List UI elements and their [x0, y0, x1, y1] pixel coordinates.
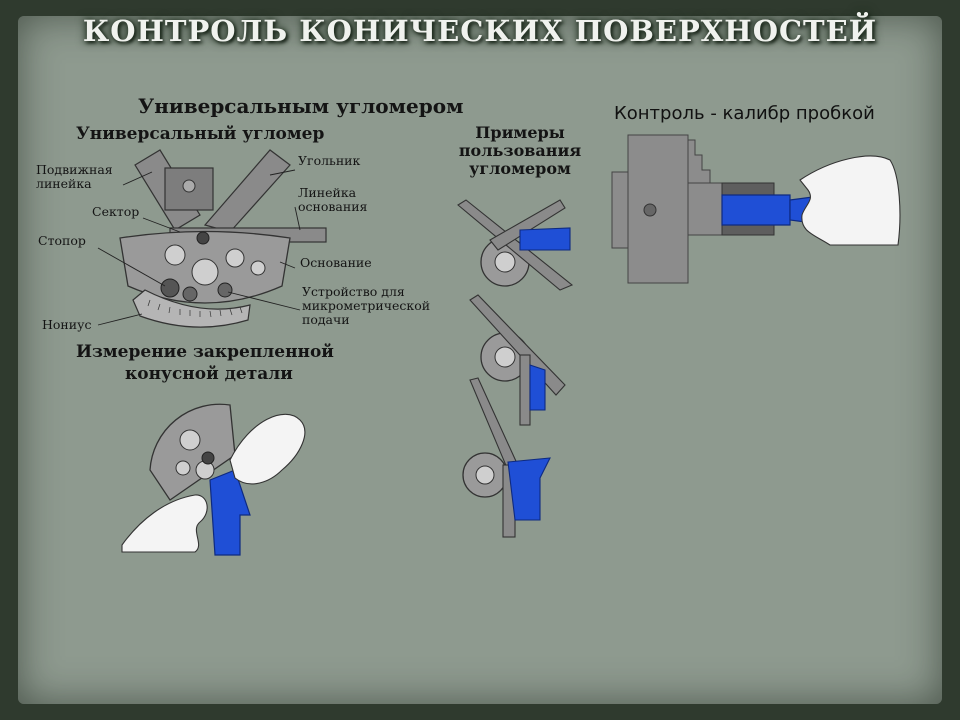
examples-diagram [457, 199, 574, 538]
label-stopper: Стопор [38, 233, 86, 248]
heading-examples-line2: пользования [458, 141, 582, 160]
hole-4 [250, 260, 266, 276]
hole-7 [175, 460, 191, 476]
protractor-sector-2 [149, 403, 236, 501]
label-micro-feed-line3: подачи [302, 312, 350, 327]
label-movable-ruler-line2: линейка [36, 176, 92, 191]
label-micro-feed-line2: микрометрической [302, 298, 431, 313]
chuck-left-plate [611, 171, 631, 249]
knob-3 [201, 451, 215, 465]
slide-title: КОНТРОЛЬ КОНИЧЕСКИХ ПОВЕРХНОСТЕЙ [82, 14, 878, 48]
label-movable-ruler-line1: Подвижная [36, 162, 113, 177]
ex3-hub [475, 465, 495, 485]
chuck-jaw [687, 139, 711, 184]
hole-5 [179, 429, 201, 451]
heading-examples-line3: угломером [469, 159, 571, 178]
label-micro-feed: Устройство для микрометрической подачи [302, 285, 430, 327]
ex2-blue-part [529, 364, 546, 411]
vernier-sector [132, 289, 251, 328]
hole-3 [225, 248, 245, 268]
ex3-blue-part [507, 457, 551, 521]
heading-measure-line2: конусной детали [125, 364, 293, 384]
chuck-body [627, 134, 689, 284]
pivot [196, 231, 210, 245]
label-movable-ruler: Подвижная линейка [36, 163, 113, 191]
micro-feed-knob [217, 282, 233, 298]
vernier-ticks [147, 299, 243, 318]
label-base-ruler-line2: основания [298, 199, 368, 214]
label-sector: Сектор [92, 204, 140, 219]
label-base: Основание [300, 255, 372, 270]
heading-universal-protractor-sub: Универсальный угломер [76, 124, 325, 144]
gauge-plug-diagram [611, 134, 901, 284]
ex2-hub [494, 346, 516, 368]
heading-measure-line1: Измерение закрепленной [76, 342, 334, 362]
gauge-plug [721, 194, 791, 226]
measure-fixed-cone-diagram [121, 403, 306, 556]
leader-lines [97, 169, 301, 326]
label-vernier: Нониус [42, 317, 92, 332]
clamp-screw [182, 179, 196, 193]
label-base-ruler: Линейка основания [298, 186, 367, 214]
protractor-diagram [97, 149, 327, 328]
workpiece [687, 182, 725, 236]
heading-examples-line1: Примеры [475, 123, 565, 142]
heading-examples: Примеры пользования угломером [440, 124, 600, 178]
stopper-knob [160, 278, 180, 298]
chuck-bolt [643, 203, 657, 217]
label-micro-feed-line1: Устройство для [302, 284, 405, 299]
ex1-ruler-b [489, 199, 566, 251]
hole-2 [191, 258, 219, 286]
hand-left [121, 494, 208, 553]
ex1-blue-part [519, 227, 571, 251]
hand-gauge [799, 155, 901, 246]
hole-1 [164, 244, 186, 266]
ex1-ruler-a [457, 199, 574, 291]
label-square: Угольник [298, 153, 361, 168]
heading-universal-protractor: Универсальным угломером [138, 94, 464, 118]
knob-2 [182, 286, 198, 302]
hand-right [229, 413, 306, 485]
label-base-ruler-line1: Линейка [298, 185, 357, 200]
square-shape [203, 149, 291, 233]
paper-background [18, 16, 942, 704]
ex1-hub [494, 251, 516, 273]
heading-gauge-plug: Контроль - калибр пробкой [614, 103, 875, 124]
ex2-ruler-b [519, 354, 531, 426]
